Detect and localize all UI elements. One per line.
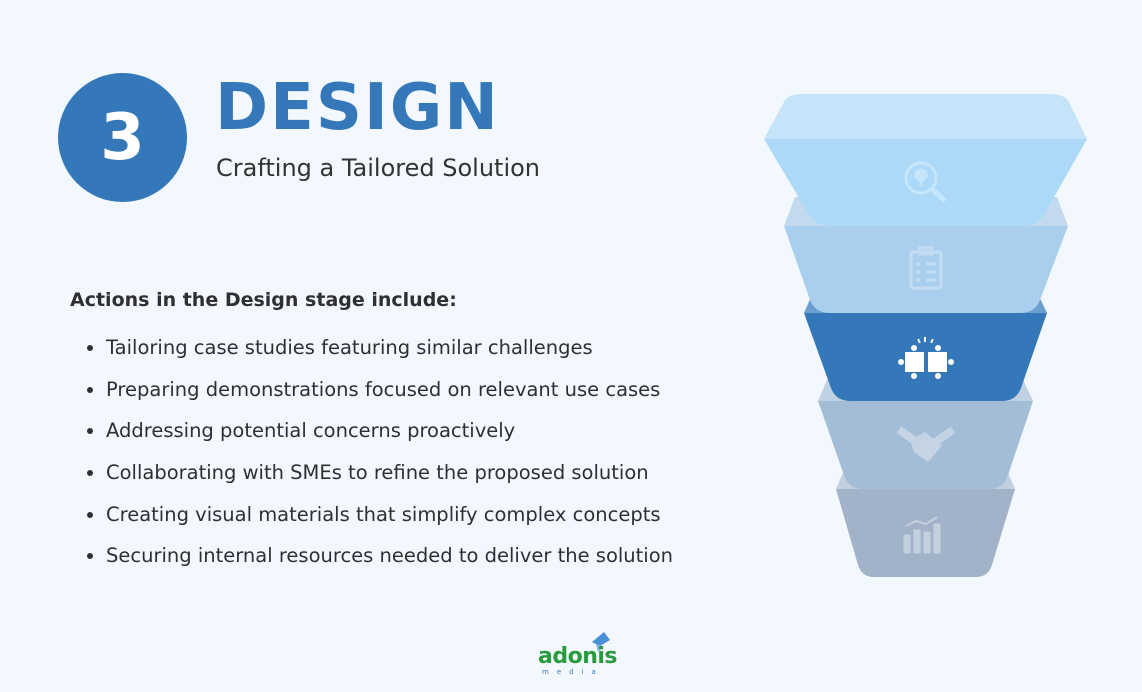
handshake-icon	[896, 426, 956, 462]
stage-number-badge: 3	[58, 73, 187, 202]
stage-number: 3	[100, 100, 145, 175]
list-item: Preparing demonstrations focused on rele…	[106, 376, 673, 418]
funnel-layer-1	[764, 94, 1087, 226]
adonis-media-logo: adonis media	[536, 630, 618, 680]
list-item: Securing internal resources needed to de…	[106, 542, 673, 584]
actions-list: Tailoring case studies featuring similar…	[84, 334, 673, 584]
list-item: Addressing potential concerns proactivel…	[106, 417, 673, 459]
list-item: Creating visual materials that simplify …	[106, 501, 673, 543]
funnel-layer-face	[804, 313, 1047, 401]
lightbulb-search-icon	[904, 161, 947, 203]
funnel-layer-face	[784, 226, 1068, 313]
page-title: DESIGN	[215, 71, 500, 145]
list-item: Collaborating with SMEs to refine the pr…	[106, 459, 673, 501]
actions-heading: Actions in the Design stage include:	[70, 289, 457, 311]
funnel-layer-face	[764, 139, 1087, 226]
list-item: Tailoring case studies featuring similar…	[106, 334, 673, 376]
logo-tagline: media	[542, 668, 604, 676]
growth-chart-icon	[903, 516, 941, 554]
funnel-layer-cap	[764, 94, 1087, 139]
butterfly-icon	[592, 632, 610, 652]
puzzle-icon	[898, 337, 954, 379]
logo-word: adonis	[538, 644, 618, 669]
clipboard-checklist-icon	[909, 246, 943, 290]
page-subtitle: Crafting a Tailored Solution	[216, 154, 540, 182]
